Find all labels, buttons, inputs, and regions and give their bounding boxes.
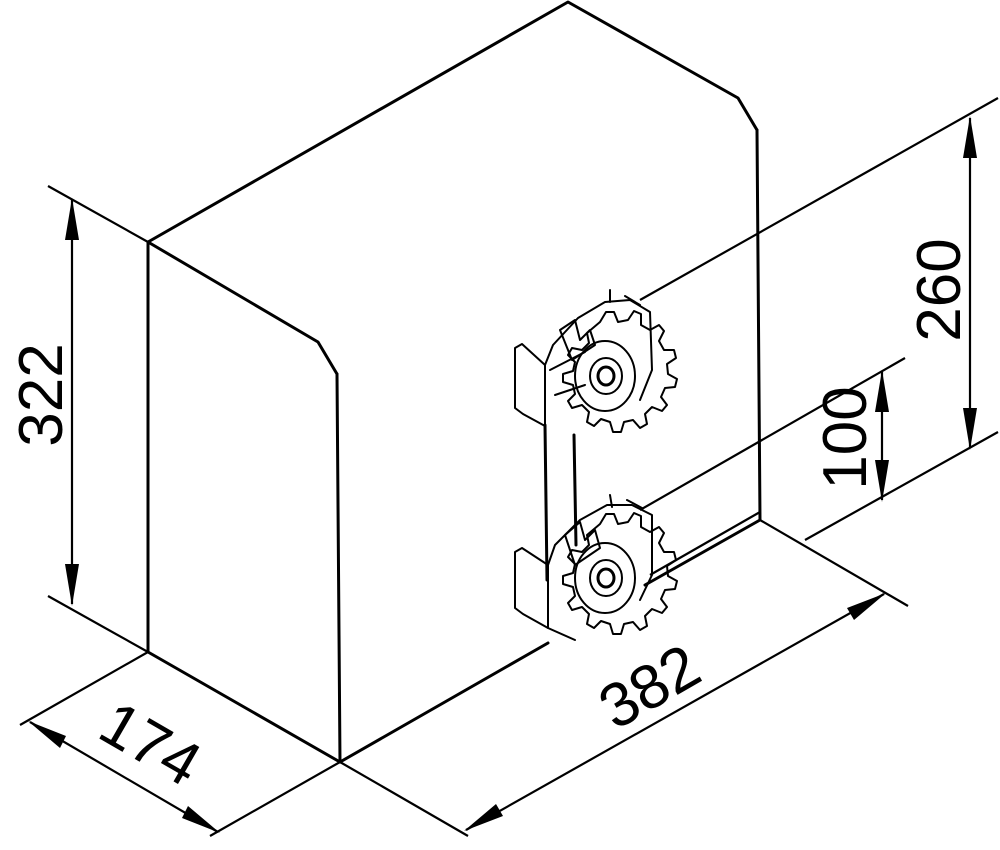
dimension-gear-spacing-100: 100	[639, 357, 906, 576]
dimension-label-260: 260	[905, 238, 974, 341]
upper-gear-assembly	[514, 289, 678, 433]
lower-gear-assembly	[514, 494, 678, 641]
dimension-label-382: 382	[588, 632, 712, 743]
dimension-gear-height-260: 260	[639, 97, 999, 541]
dimension-label-322: 322	[7, 343, 76, 446]
housing-box	[146, 0, 762, 764]
dimension-depth-174: 174	[19, 651, 341, 837]
dimension-label-174: 174	[88, 689, 212, 800]
dimension-length-382: 382	[339, 519, 909, 837]
dimension-label-100: 100	[811, 386, 880, 489]
dimension-height-322: 322	[7, 185, 149, 653]
